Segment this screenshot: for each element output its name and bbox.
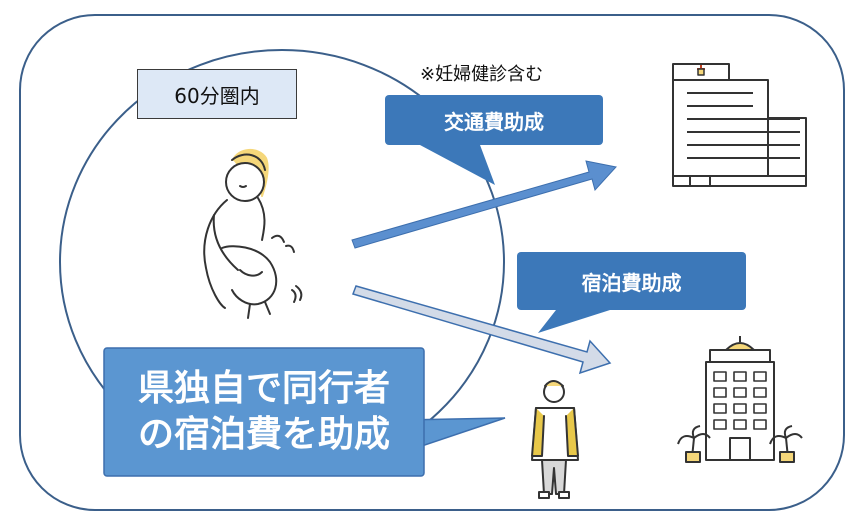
lodging-subsidy-label: 宿泊費助成 [581,270,682,295]
hotel-icon [677,336,803,463]
transport-callout [385,95,603,185]
companion-man-icon [531,380,579,499]
zone-label: 60分圏内 [137,69,297,119]
companion-subsidy-label: 県独自で同行者 の宿泊費を助成 [104,348,424,476]
checkup-note: ※妊婦健診含む [420,64,544,85]
companion-callout [103,347,506,477]
lodging-arrow [352,285,612,375]
companion-subsidy-line2: の宿泊費を助成 [137,414,390,455]
lodging-callout [517,252,746,333]
transport-arrow [351,160,617,249]
hospital-icon [672,63,807,187]
companion-subsidy-line1: 県独自で同行者 [137,368,390,409]
pregnant-woman-icon [203,149,303,319]
transport-subsidy-label: 交通費助成 [444,109,544,134]
